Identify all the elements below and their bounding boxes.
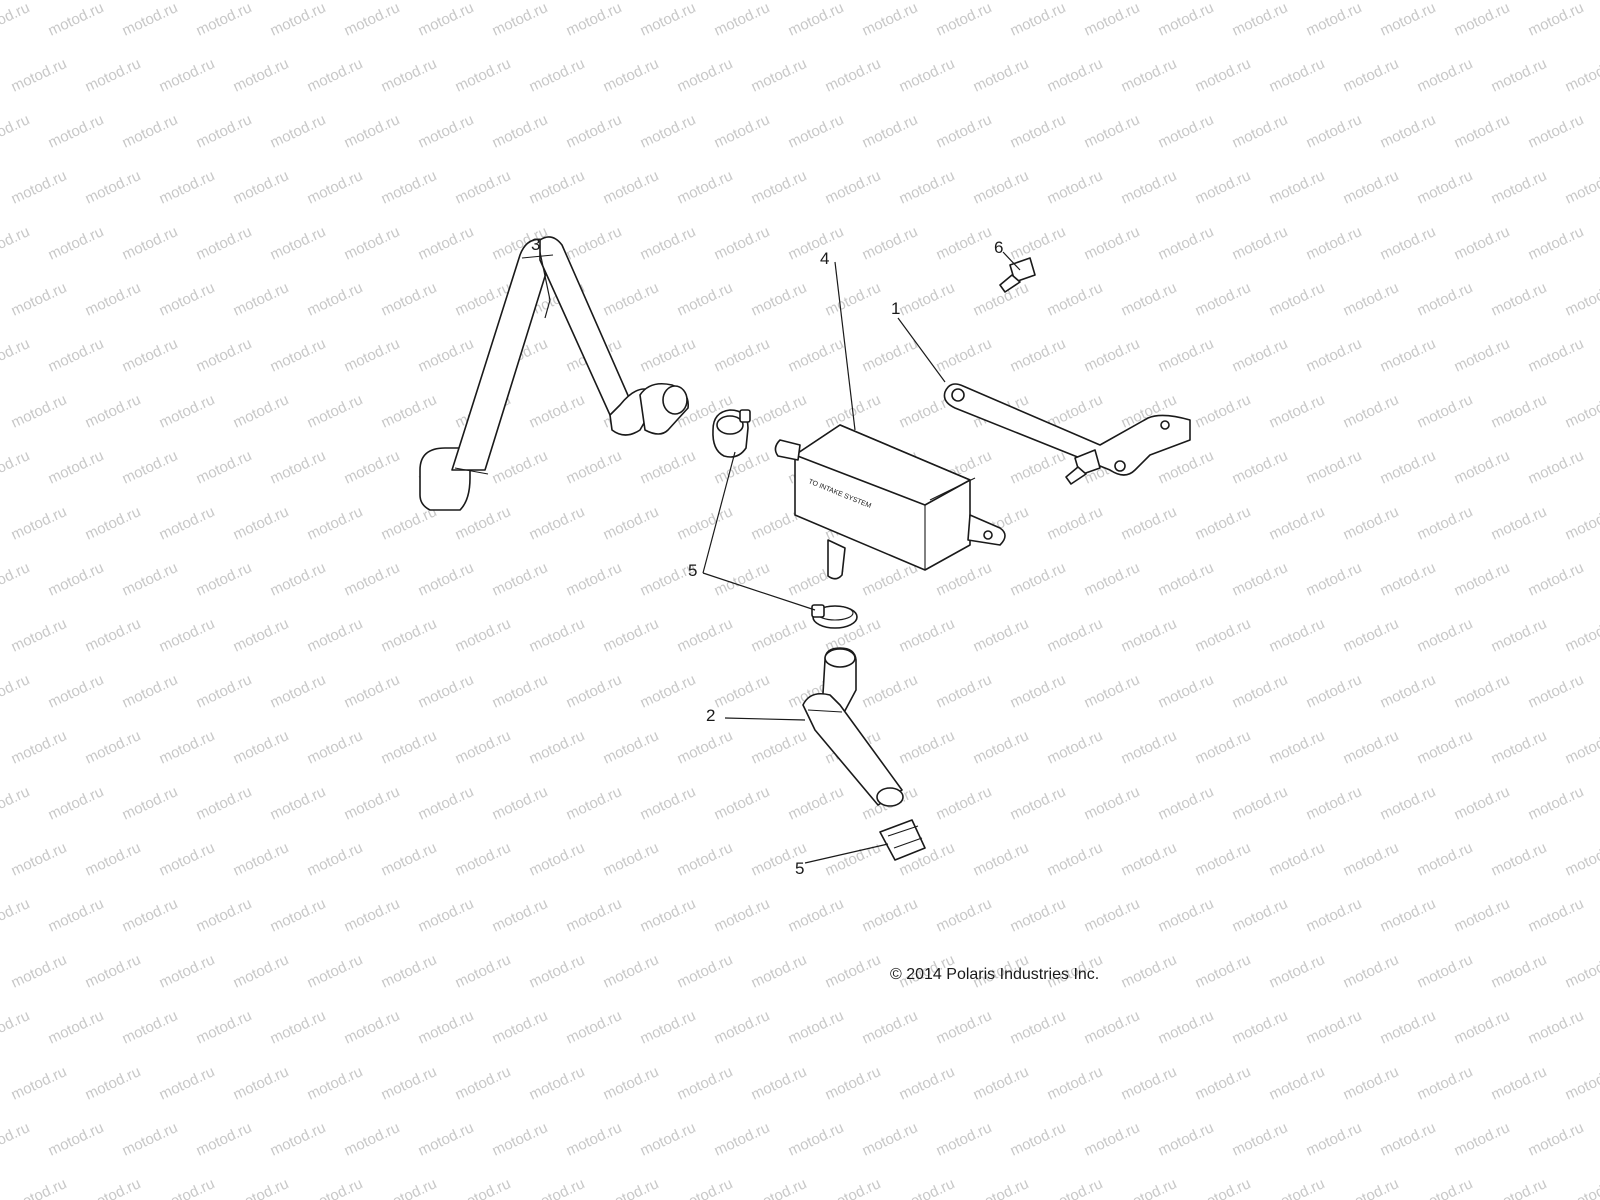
lower-hose-part: [802, 647, 904, 807]
push-rivet-part: [999, 257, 1101, 485]
callout-4: 4: [820, 249, 830, 268]
upper-hose-part: [419, 236, 689, 511]
canister-part: TO INTAKE SYSTEM: [774, 424, 1006, 580]
lower-clamp-part: [879, 819, 926, 861]
callout-5-lower: 5: [795, 859, 805, 878]
copyright-notice: © 2014 Polaris Industries Inc.: [890, 966, 1100, 983]
upper-clamp-part: [712, 409, 751, 458]
callout-2: 2: [706, 706, 716, 725]
callout-3: 3: [531, 235, 541, 254]
callout-6: 6: [994, 238, 1004, 257]
leader-lines: [539, 251, 1021, 864]
mounting-bracket-part: [943, 383, 1191, 476]
callout-1: 1: [891, 299, 901, 318]
middle-clamp-part: [811, 604, 858, 629]
callout-5-upper: 5: [688, 561, 698, 580]
